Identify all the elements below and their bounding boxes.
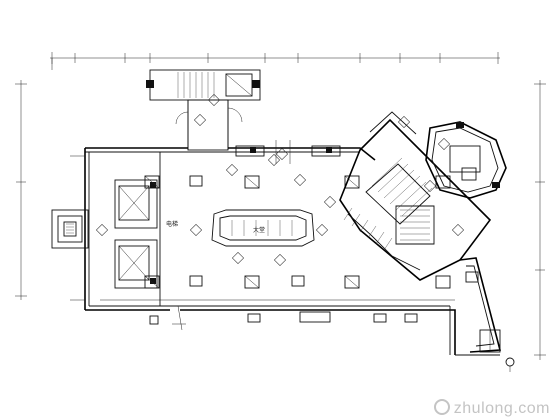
top-wall-counters (235, 145, 341, 157)
lobby-walls (70, 147, 456, 355)
top-dimension-line (50, 52, 500, 64)
feature-staircase (339, 111, 492, 281)
octagonal-room (425, 121, 507, 199)
left-room-label: 电梯 (166, 220, 178, 228)
right-wing (455, 257, 515, 372)
reception-counter (211, 209, 315, 247)
center-counter-label: 大堂 (253, 226, 265, 234)
bottom-wall-fixtures (149, 311, 418, 325)
watermark: zhulong.com (433, 399, 550, 418)
top-stair-core (146, 69, 261, 151)
right-dimension-line (534, 80, 546, 360)
left-dimension-line (15, 80, 27, 300)
lobby-fixtures (144, 137, 479, 289)
left-vestibule (51, 209, 109, 249)
zhulong-logo-icon (433, 399, 450, 415)
watermark-text: zhulong.com (453, 400, 550, 417)
elevator-core (114, 152, 161, 306)
